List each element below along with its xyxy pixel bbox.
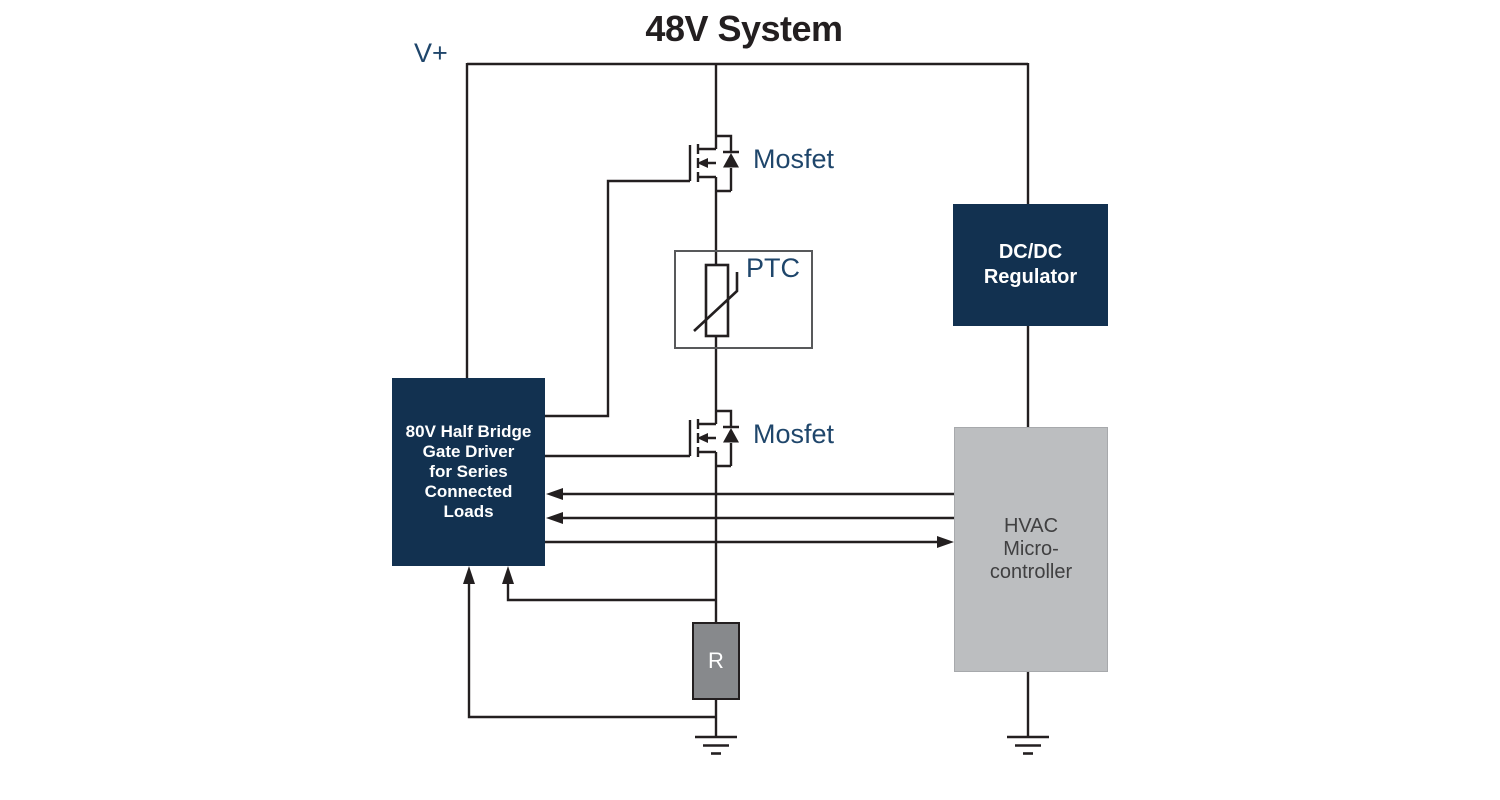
arrowhead-into-driver-2: [546, 512, 563, 524]
mosfet-bottom-symbol: [688, 409, 739, 468]
arrowheads: [463, 488, 954, 584]
hvac-microcontroller-box: HVAC Micro- controller: [954, 427, 1108, 672]
wire-gate-drive-high: [545, 179, 690, 418]
wire-feedback-shunt-top: [506, 583, 716, 602]
shunt-resistor-label: R: [708, 648, 724, 673]
arrowhead-into-driver-1: [546, 488, 563, 500]
mosfet-top-label: Mosfet: [753, 144, 835, 174]
wire-feedback-shunt-bottom: [467, 583, 716, 719]
arrowhead-up-feedback-2: [463, 566, 475, 584]
arrowhead-into-hvac: [937, 536, 954, 548]
ground-symbol-left: [695, 735, 737, 755]
gate-driver-box: 80V Half Bridge Gate Driver for Series C…: [392, 378, 545, 566]
gate-driver-label: 80V Half Bridge Gate Driver for Series C…: [405, 422, 532, 521]
ground-symbol-right: [1007, 735, 1049, 755]
hvac-microcontroller-label: HVAC Micro- controller: [989, 515, 1073, 583]
ptc-outline-box: PTC: [674, 250, 813, 349]
mosfet-top-symbol: [688, 134, 739, 193]
arrowhead-up-feedback-1: [502, 566, 514, 584]
vplus-label: V+: [414, 38, 448, 68]
shunt-resistor-box: R: [692, 622, 740, 700]
ptc-thermistor-symbol: [693, 263, 739, 338]
ptc-label: PTC: [746, 253, 800, 283]
diagram-title: 48V System: [645, 8, 843, 49]
dcdc-regulator-box: DC/DC Regulator: [953, 204, 1108, 326]
dcdc-regulator-label: DC/DC Regulator: [983, 241, 1078, 288]
mosfet-bottom-label: Mosfet: [753, 419, 835, 449]
